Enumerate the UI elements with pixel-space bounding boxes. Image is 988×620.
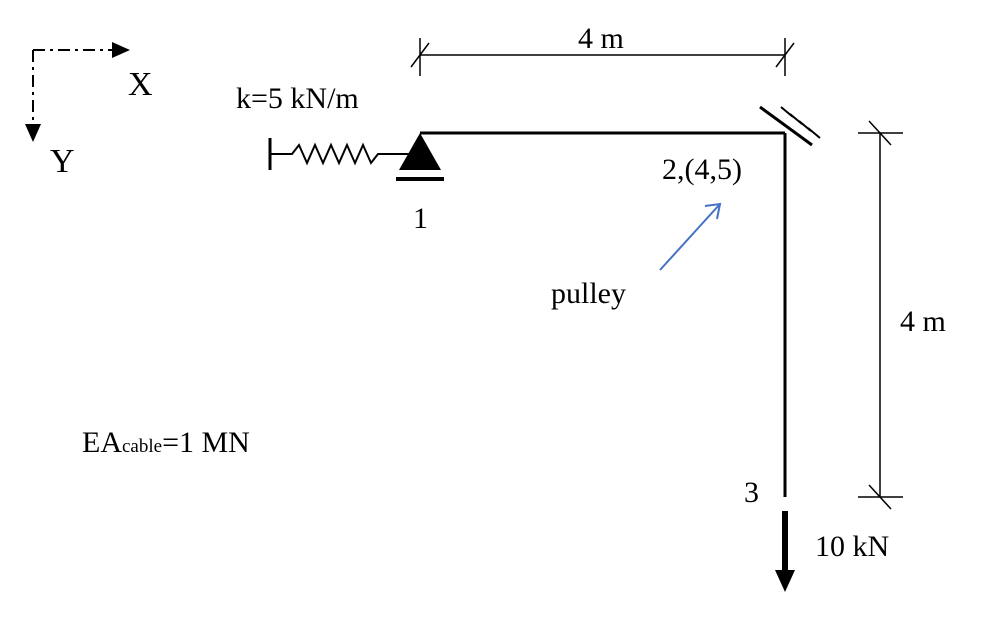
y-axis-label: Y [50,143,75,180]
x-axis-arrowhead [112,42,130,58]
material-subscript: cable [122,436,162,457]
pulley-support [759,105,821,147]
node-1-label: 1 [413,202,428,235]
axes-indicator: X Y [25,42,153,180]
support-triangle [399,133,441,170]
pulley-wall-line [759,105,813,147]
spring-label: k=5 kN/m [236,82,359,115]
pulley-arrow-line [659,203,721,271]
spring-coil [270,142,410,166]
load-arrow-head [775,570,795,592]
dim-h-tick [775,42,795,68]
pulley-arrow-head [704,202,722,220]
pulley-label: pulley [551,277,626,310]
dimension-horizontal: 4 m [410,22,795,76]
dim-v-label: 4 m [900,305,946,338]
material-ea: EA [82,426,122,459]
material-value: =1 MN [162,426,250,459]
dim-v-tick [868,120,892,146]
material-label: EAcable=1 MN [82,426,250,459]
dim-h-tick [410,42,430,68]
roller-support [396,133,444,181]
pulley-hatch [807,127,821,139]
dimension-vertical: 4 m [858,120,946,510]
y-axis-arrowhead [25,124,41,142]
spring: k=5 kN/m [236,82,410,170]
x-axis-label: X [128,66,153,103]
load-arrow [775,511,795,592]
load-label: 10 kN [815,530,889,563]
node-2-label: 2,(4,5) [662,153,742,186]
pulley-pointer: pulley [551,202,722,310]
dim-h-label: 4 m [578,22,624,55]
node-3-label: 3 [744,476,759,509]
dim-v-tick [868,484,892,510]
